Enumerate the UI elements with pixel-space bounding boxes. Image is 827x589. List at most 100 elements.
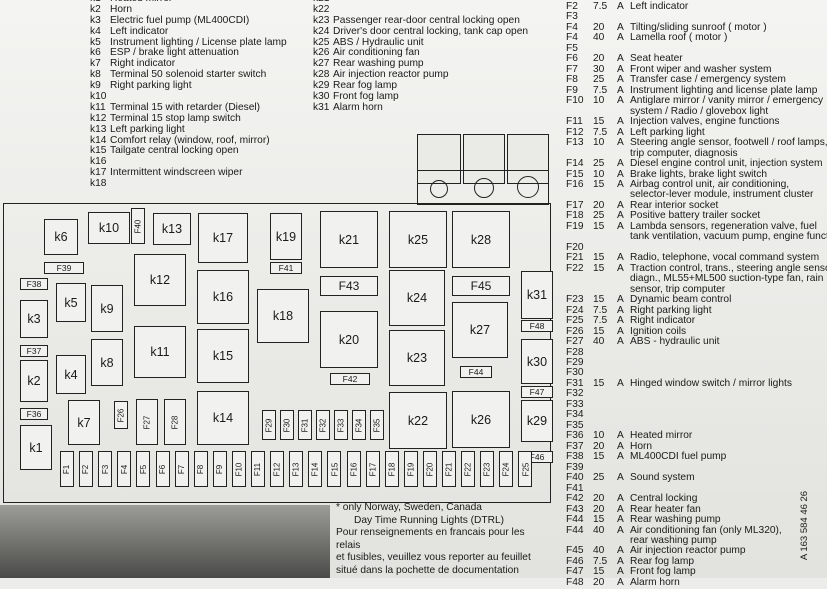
relay-k16: k16 [197, 270, 249, 324]
relay-k26: k26 [452, 391, 510, 448]
fuse-amperage: 30 [593, 63, 605, 75]
fuse-unit: A [617, 220, 624, 232]
fuse-amperage: 40 [593, 336, 605, 348]
fuse-amperage: 40 [593, 32, 605, 44]
fuse-f1: F1 [60, 451, 74, 487]
fuse-f42: F42 [330, 373, 370, 385]
relay-k23: k23 [389, 330, 445, 386]
fuse-number: F9 [566, 84, 578, 96]
fuse-number: F19 [566, 220, 584, 232]
fuse-amperage: 25 [593, 472, 605, 484]
relay-k31: k31 [521, 271, 553, 319]
fuse-label: F30 [282, 418, 292, 432]
fuse-unit: A [617, 252, 624, 264]
relay-function: Comfort relay (window, roof, mirror) [110, 134, 270, 146]
relay-k11: k11 [134, 326, 186, 378]
fuse-f44: F44 [460, 366, 492, 378]
fuse-number: F31 [566, 377, 584, 389]
relay-code: k10 [90, 91, 107, 103]
relay-function: Instrument lighting / License plate lamp [110, 36, 287, 48]
fuse-amperage: 15 [593, 178, 605, 190]
fuse-amperage: 10 [593, 137, 605, 149]
relay-function: Alarm horn [333, 101, 383, 113]
fuse-f10: F10 [231, 451, 246, 487]
fuse-function: Rear washing pump [630, 514, 721, 526]
fuse-amperage: 15 [593, 252, 605, 264]
fuse-f17: F17 [365, 451, 380, 487]
fuse-amperage: 10 [593, 168, 605, 180]
relay-function: Driver's door central locking, tank cap … [333, 25, 529, 37]
fuse-label: F14 [310, 462, 320, 476]
fuse-unit: A [617, 503, 624, 515]
part-number-text: A 163 584 46 26 [799, 490, 811, 561]
fuse-number: F47 [566, 566, 584, 578]
fuse-function: trip computer, diagnosis [630, 147, 738, 159]
fuse-label: F40 [133, 219, 143, 233]
relay-k8: k8 [91, 339, 123, 386]
fuse-unit: A [617, 199, 624, 211]
relay-code: k14 [90, 134, 107, 146]
relay-k15: k15 [197, 329, 249, 383]
fuse-function: Heated mirror [630, 430, 693, 442]
relay-k28: k28 [452, 211, 510, 268]
relay-code: k2 [90, 3, 101, 15]
fuse-number: F11 [566, 116, 583, 128]
fuse-label: F9 [215, 464, 225, 474]
fuse-label: F35 [372, 418, 382, 432]
relay-k18: k18 [257, 289, 309, 343]
fuse-label: F25 [520, 462, 530, 476]
fuse-f37: F37 [20, 345, 48, 357]
fuse-unit: A [617, 514, 624, 526]
fuse-unit: A [617, 576, 624, 588]
fuse-amperage: 40 [593, 545, 605, 557]
fuse-f39: F39 [44, 262, 84, 274]
relay-function: Rear washing pump [333, 58, 424, 70]
fuse-amperage: 40 [593, 524, 605, 536]
fuse-number: F18 [566, 210, 584, 222]
fuse-f11: F11 [251, 451, 265, 487]
fuse-label: F29 [264, 418, 274, 432]
fuse-f23: F23 [480, 451, 495, 487]
relay-k10: k10 [88, 212, 130, 244]
relay-k24: k24 [389, 270, 445, 326]
fuse-number: F7 [566, 63, 578, 75]
relay-k6: k6 [44, 219, 78, 255]
relay-list-row: k16 [90, 156, 287, 168]
relay-function: Left parking light [110, 123, 185, 135]
fuse-label: F32 [318, 418, 328, 432]
fuse-number: F44 [566, 524, 584, 536]
fuse-label: F21 [444, 462, 454, 476]
fuse-f26: F26 [114, 401, 128, 429]
relay-list-row: k10 [90, 91, 287, 103]
fuse-unit: A [617, 84, 624, 96]
fuse-function: selector-lever module, instrument cluste… [630, 189, 814, 201]
fuse-number: F14 [566, 158, 584, 170]
fuse-unit: A [617, 566, 624, 578]
relay-code: k6 [90, 47, 101, 59]
relay-k22: k22 [389, 392, 447, 449]
part-number: A 163 584 46 26 [799, 484, 824, 578]
relay-code: k18 [90, 178, 107, 190]
fuse-label: F28 [170, 415, 180, 429]
fuse-label: F16 [349, 462, 359, 476]
fuse-number: F10 [566, 95, 584, 107]
fuse-unit: A [617, 524, 624, 536]
fuse-number: F16 [566, 178, 584, 190]
relay-list-row: k18 [90, 178, 287, 190]
fuse-number: F20 [566, 241, 584, 253]
fuse-amperage: 20 [593, 53, 605, 65]
fuse-f12: F12 [270, 451, 285, 487]
fuse-number: F13 [566, 137, 584, 149]
relay-code: k31 [313, 101, 330, 113]
fuse-unit: A [617, 555, 624, 567]
fuse-number: F24 [566, 304, 584, 316]
fuse-number: F15 [566, 168, 584, 180]
connector-base [417, 170, 549, 205]
fuse-f3: F3 [98, 451, 113, 487]
